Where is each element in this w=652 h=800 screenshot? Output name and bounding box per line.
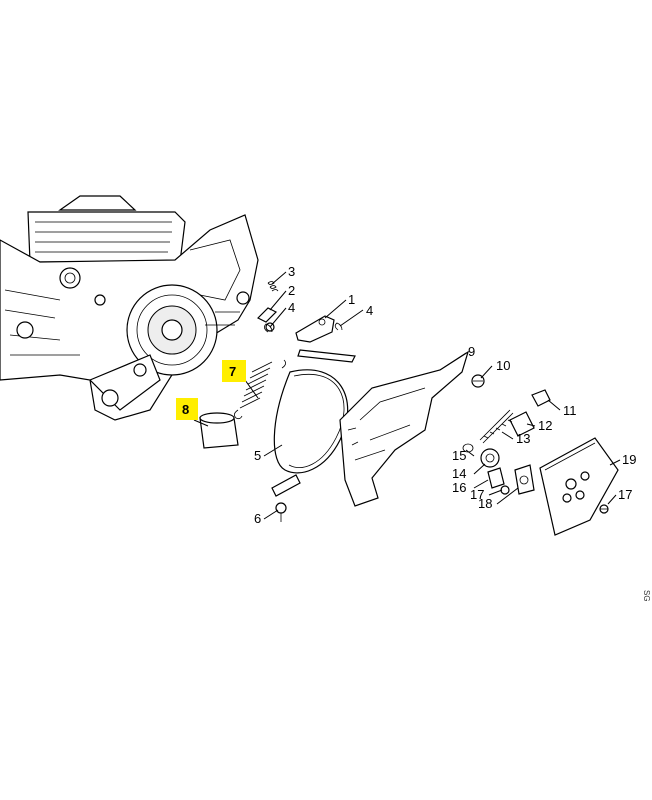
engine-housing xyxy=(0,195,259,421)
leader-lines xyxy=(193,271,621,520)
callout-11: 11 xyxy=(563,403,577,418)
callout-1: 1 xyxy=(348,292,355,307)
part-7-tension-spring xyxy=(234,359,286,420)
part-4-clip-b xyxy=(334,322,343,331)
callout-19: 19 xyxy=(622,452,636,467)
callout-17a: 17 xyxy=(470,487,484,502)
drawing-code: SG xyxy=(642,590,651,602)
callout-17b: 17 xyxy=(618,487,632,502)
part-1-brake-lever xyxy=(295,315,335,343)
callout-15: 15 xyxy=(452,448,466,463)
callout-9: 9 xyxy=(468,344,475,359)
part-2-lever xyxy=(256,307,278,332)
part-3-spring xyxy=(267,281,279,292)
part-17-screw-b xyxy=(599,504,609,514)
callout-8-highlight xyxy=(176,398,198,420)
part-9-sprocket-cover xyxy=(339,350,470,507)
part-12-tensioner-slide xyxy=(509,411,535,437)
part-18-plate xyxy=(514,464,535,495)
part-4-clip-a xyxy=(264,323,273,333)
callout-18: 18 xyxy=(478,496,492,511)
part-17-screw-a xyxy=(500,485,510,495)
callout-3: 3 xyxy=(288,264,295,279)
part-14-adjuster-gear xyxy=(480,448,500,468)
callout-14: 14 xyxy=(452,466,466,481)
part-8-sleeve xyxy=(199,412,239,449)
callout-10: 10 xyxy=(496,358,510,373)
callout-2: 2 xyxy=(288,283,295,298)
part-6-screw xyxy=(275,502,287,522)
callout-8: 8 xyxy=(182,402,189,417)
callout-12: 12 xyxy=(538,418,552,433)
part-16-plate xyxy=(487,467,505,489)
callout-7: 7 xyxy=(229,364,236,379)
part-13-adjusting-screw xyxy=(479,409,514,444)
part-5-brake-band xyxy=(271,349,356,497)
callout-13: 13 xyxy=(516,431,530,446)
callout-5: 5 xyxy=(254,448,261,463)
callout-6: 6 xyxy=(254,511,261,526)
callout-4b: 4 xyxy=(366,303,373,318)
callout-16: 16 xyxy=(452,480,466,495)
callout-7-highlight xyxy=(222,360,246,382)
part-11-washer xyxy=(531,389,551,407)
callout-4a: 4 xyxy=(288,300,295,315)
part-19-cover-plate xyxy=(539,437,619,536)
